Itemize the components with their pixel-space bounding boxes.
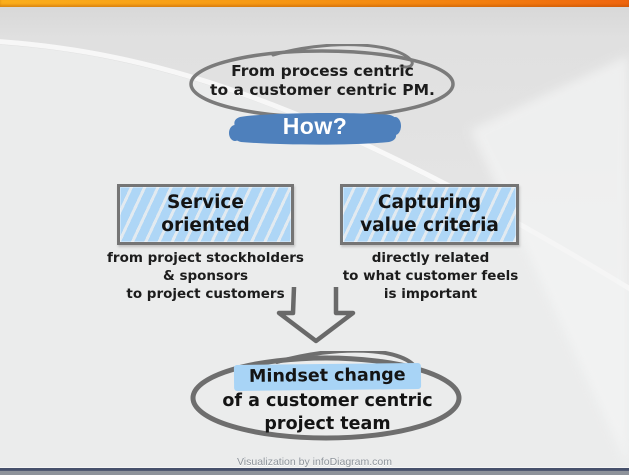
top-accent-bar — [0, 0, 629, 7]
factor-description-line-3: is important — [383, 285, 478, 302]
how-banner: How? — [229, 111, 401, 147]
process-bubble-text: From process centric to a customer centr… — [195, 62, 450, 101]
footer-attribution: Visualization by infoDiagram.com — [236, 456, 393, 468]
process-bubble-line-1: From process centric — [231, 62, 414, 80]
factor-title-line-1: Service — [167, 192, 244, 214]
brush-stroke-icon — [229, 112, 401, 145]
factor-description-line-1: directly related — [371, 250, 490, 266]
mindset-line-2: of a customer centric — [222, 390, 433, 411]
factor-description-capturing: directly related to what customer feels … — [328, 250, 533, 303]
how-banner-label: How? — [282, 113, 348, 139]
factor-title-line-2: value criteria — [360, 214, 499, 236]
factor-box-capturing-value: Capturing value criteria — [340, 184, 519, 245]
footer-bar — [0, 467, 629, 475]
factor-title-line-1: Capturing — [377, 192, 482, 214]
factor-description-line-3: to project customers — [126, 285, 285, 302]
down-arrow-icon — [276, 287, 356, 344]
mindset-line-3: project team — [264, 413, 391, 434]
highlighter-mark: Mindset change — [234, 363, 421, 391]
factor-title: Service oriented — [161, 192, 250, 236]
factor-title: Capturing value criteria — [360, 192, 499, 236]
process-bubble-line-2: to a customer centric PM. — [210, 81, 435, 100]
mindset-bubble-text: Mindset change of a customer centric pro… — [200, 363, 455, 435]
factor-description-line-2: to what customer feels — [342, 267, 519, 284]
factor-description-line-1: from project stockholders — [107, 250, 304, 266]
factor-description-service: from project stockholders & sponsors to … — [103, 250, 308, 303]
factor-description-line-2: & sponsors — [162, 267, 249, 284]
factor-box-service-oriented: Service oriented — [117, 184, 294, 245]
factor-title-line-2: oriented — [161, 214, 250, 236]
background-right-wedge — [470, 55, 629, 470]
background-swoosh-fill — [0, 44, 629, 475]
mindset-highlight-line: Mindset change — [200, 363, 455, 391]
